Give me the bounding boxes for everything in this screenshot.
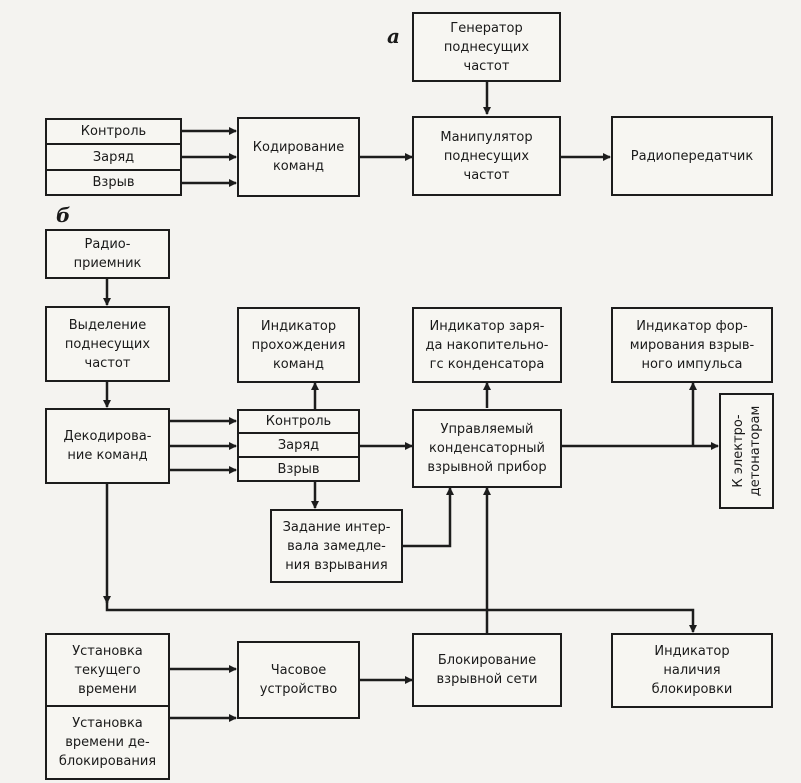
subcarrier-generator-box: Генератор поднесущих частот [412, 12, 561, 82]
command-control-cell: Контроль [237, 409, 360, 434]
command-passage-indicator-box: Индикатор прохождения команд [237, 307, 360, 383]
capacitor-charge-indicator-box: Индикатор заря- да накопительно- гс конд… [412, 307, 562, 383]
command-decoding-box: Декодирова- ние команд [45, 408, 170, 484]
blasting-network-blocking-box: Блокирование взрывной сети [412, 633, 562, 707]
set-unblock-time-box: Установка времени де- блокирования [45, 705, 170, 780]
subcarrier-manipulator-box: Манипулятор поднесущих частот [412, 116, 561, 196]
arrow-delay-to-device [403, 487, 454, 548]
blast-pulse-indicator-box: Индикатор фор- мирования взрыв- ного имп… [611, 307, 773, 383]
delay-interval-box: Задание интер- вала замедле- ния взрыван… [270, 509, 403, 583]
to-detonators-label: К электро- детонаторам [730, 405, 763, 497]
subcarrier-extraction-box: Выделение поднесущих частот [45, 306, 170, 382]
set-current-time-box: Установка текущего времени [45, 633, 170, 707]
command-blast-cell: Взрыв [237, 456, 360, 482]
capacitor-blasting-device-box: Управляемый конденсаторный взрывной приб… [412, 409, 562, 488]
command-coding-box: Кодирование команд [237, 117, 360, 197]
command-blast-cell: Взрыв [45, 169, 182, 196]
radio-receiver-box: Радио- приемник [45, 229, 170, 279]
figure-label-b: б [56, 203, 71, 227]
clock-device-box: Часовое устройство [237, 641, 360, 719]
command-charge-cell: Заряд [237, 432, 360, 458]
command-charge-cell: Заряд [45, 143, 182, 171]
figure-label-a: а [387, 24, 400, 48]
arrow-decoding-to-blocking-indicator [105, 484, 697, 633]
blocking-indicator-box: Индикатор наличия блокировки [611, 633, 773, 708]
command-control-cell: Контроль [45, 118, 182, 145]
radio-transmitter-box: Радиопередатчик [611, 116, 773, 196]
to-detonators-box: К электро- детонаторам [719, 393, 774, 509]
